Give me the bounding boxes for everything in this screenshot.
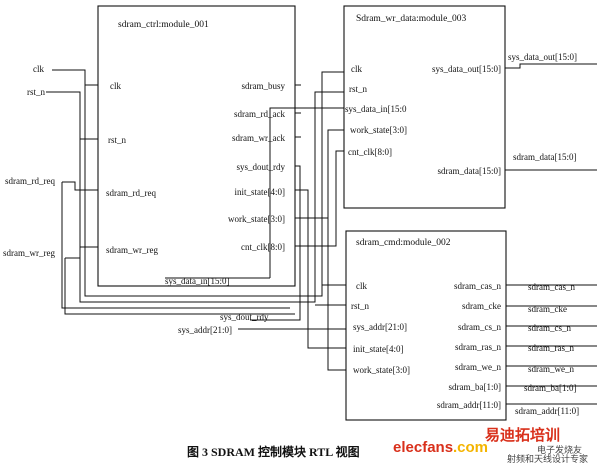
top-in-wrreg: sdram_wr_reg [3, 248, 55, 258]
module-003-box [343, 5, 506, 209]
m001-port-wrack: sdram_wr_ack [232, 133, 285, 143]
top-out-rasn: sdram_ras_n [528, 343, 574, 353]
m002-port-rst: rst_n [351, 301, 370, 311]
bus-sysdoutrdy: sys_dout_rdy [220, 312, 269, 322]
m003-port-rst: rst_n [349, 84, 368, 94]
m001-port-rdreq: sdram_rd_req [106, 188, 156, 198]
input-wires [46, 69, 346, 315]
watermark-cn-title: 易迪拓培训 [485, 426, 560, 444]
bus-sysdatain: sys_data_in[15:0] [165, 276, 230, 286]
m001-port-rst: rst_n [108, 135, 127, 145]
m002-port-clk: clk [356, 281, 367, 291]
sysdatain-wire [269, 107, 344, 278]
m002-port-addr: sdram_addr[11:0] [437, 400, 501, 410]
m002-port-workstate: work_state[3:0] [353, 365, 410, 375]
m002-port-csn: sdram_cs_n [458, 322, 501, 332]
m001-port-rdack: sdram_rd_ack [234, 109, 285, 119]
output-wires-001 [250, 84, 346, 371]
m001-port-doutrdy: sys_dout_rdy [236, 162, 285, 172]
module-002-title: sdram_cmd:module_002 [356, 238, 451, 248]
module-003-title: Sdram_wr_data:module_003 [356, 14, 467, 24]
bus-sysaddr: sys_addr[21:0] [178, 325, 232, 335]
m003-port-sdramdata: sdram_data[15:0] [438, 166, 501, 176]
m002-port-sysaddr: sys_addr[21:0] [353, 322, 407, 332]
m003-port-sysdatain: sys_data_in[15:0 [345, 104, 407, 114]
watermark-suffix: .com [453, 439, 488, 456]
top-out-sdramdata: sdram_data[15:0] [513, 152, 576, 162]
top-out-csn: sdram_cs_n [528, 323, 571, 333]
m002-port-initstate: init_state[4:0] [353, 344, 404, 354]
sysdataout-wire [505, 63, 597, 69]
m002-port-casn: sdram_cas_n [454, 281, 501, 291]
m001-port-busy: sdram_busy [242, 81, 286, 91]
m001-port-clk: clk [110, 81, 121, 91]
top-in-rdreq: sdram_rd_req [5, 176, 55, 186]
m001-port-wrreg: sdram_wr_reg [106, 245, 158, 255]
top-out-sysdataout: sys_data_out[15:0] [508, 52, 577, 62]
m001-port-cntclk: cnt_clk[8:0] [241, 242, 285, 252]
m002-port-ba: sdram_ba[1:0] [449, 382, 501, 392]
m003-port-workstate: work_state[3:0] [350, 125, 407, 135]
top-out-casn: sdram_cas_n [528, 282, 575, 292]
module-001-title: sdram_ctrl:module_001 [118, 20, 209, 30]
watermark-cn-sub: 射频和天线设计专家 [507, 453, 588, 464]
m003-port-sysdataout: sys_data_out[15:0] [432, 64, 501, 74]
m001-port-workstate: work_state[3:0] [228, 214, 285, 224]
module-001-box [97, 5, 296, 287]
m003-port-clk: clk [351, 64, 362, 74]
m002-port-rasn: sdram_ras_n [455, 342, 501, 352]
m002-port-cke: sdram_cke [462, 301, 501, 311]
m003-port-cntclk: cnt_clk[8:0] [348, 147, 392, 157]
top-out-addr: sdram_addr[11:0] [515, 406, 579, 416]
watermark-logo: elecfans .com 易迪拓培训 射频和天线设计专家 电子发烧友 [393, 426, 588, 464]
top-out-cke: sdram_cke [528, 304, 567, 314]
top-out-ba: sdram_ba[1:0] [524, 383, 576, 393]
top-in-rst: rst_n [27, 87, 46, 97]
cmd-output-wires [506, 284, 597, 405]
m001-port-initstate: init_state[4:0] [235, 187, 286, 197]
top-in-clk: clk [33, 64, 44, 74]
top-out-wen: sdram_we_n [528, 364, 574, 374]
figure-caption: 图 3 SDRAM 控制模块 RTL 视图 [187, 444, 360, 459]
watermark-brand: elecfans [393, 439, 453, 456]
m002-port-wen: sdram_we_n [455, 362, 501, 372]
watermark-cn-mid: 电子发烧友 [537, 444, 582, 455]
